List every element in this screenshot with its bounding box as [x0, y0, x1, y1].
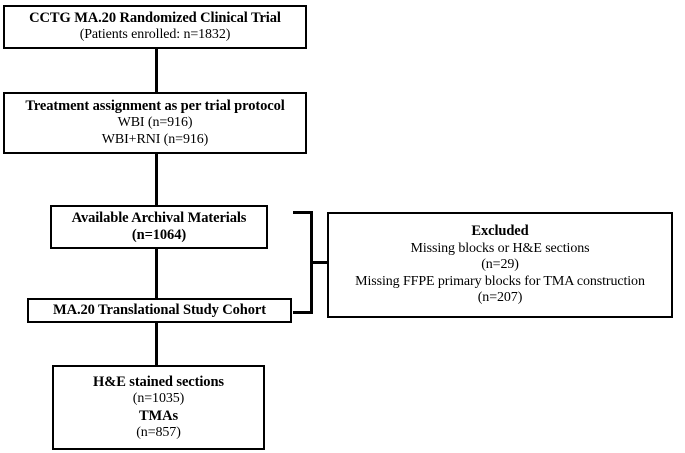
- excluded-box: Excluded Missing blocks or H&E sections …: [327, 212, 673, 318]
- final-box-line-1: H&E stained sections: [93, 373, 224, 390]
- archival-box-line-2: (n=1064): [131, 227, 187, 243]
- excluded-box-line-5: (n=207): [477, 290, 523, 306]
- archival-box-line-1: Available Archival Materials: [71, 209, 247, 226]
- final-box-line-4: (n=857): [136, 424, 181, 440]
- treatment-box-line-3: WBI+RNI (n=916): [101, 131, 209, 147]
- connector-treatment-to-archival: [155, 154, 158, 205]
- excluded-box-line-2: Missing blocks or H&E sections: [410, 240, 590, 256]
- available-archival-materials-box: Available Archival Materials (n=1064): [50, 205, 268, 249]
- excluded-box-line-1: Excluded: [471, 223, 529, 240]
- translational-study-cohort-box: MA.20 Translational Study Cohort: [27, 298, 292, 323]
- connector-archival-to-cohort: [155, 249, 158, 298]
- treatment-box-line-1: Treatment assignment as per trial protoc…: [25, 97, 285, 114]
- cohort-box-line-1: MA.20 Translational Study Cohort: [53, 301, 266, 318]
- connector-trial-to-treatment: [155, 49, 158, 92]
- trial-box-line-1: CCTG MA.20 Randomized Clinical Trial: [29, 10, 281, 27]
- treatment-assignment-box: Treatment assignment as per trial protoc…: [3, 92, 307, 154]
- final-sections-box: H&E stained sections (n=1035) TMAs (n=85…: [52, 365, 265, 450]
- excluded-box-line-4: Missing FFPE primary blocks for TMA cons…: [355, 273, 645, 289]
- final-box-line-3: TMAs: [138, 407, 179, 424]
- connector-cohort-to-final: [155, 323, 158, 365]
- exclusion-bracket-bottom-arm: [293, 311, 313, 314]
- trial-box: CCTG MA.20 Randomized Clinical Trial (Pa…: [3, 5, 307, 49]
- excluded-box-line-3: (n=29): [481, 257, 519, 273]
- trial-box-line-2: (Patients enrolled: n=1832): [79, 27, 231, 43]
- treatment-box-line-2: WBI (n=916): [117, 115, 193, 131]
- final-box-line-2: (n=1035): [132, 390, 185, 406]
- exclusion-bracket-top-arm: [293, 211, 313, 214]
- exclusion-bracket-connector: [310, 261, 328, 264]
